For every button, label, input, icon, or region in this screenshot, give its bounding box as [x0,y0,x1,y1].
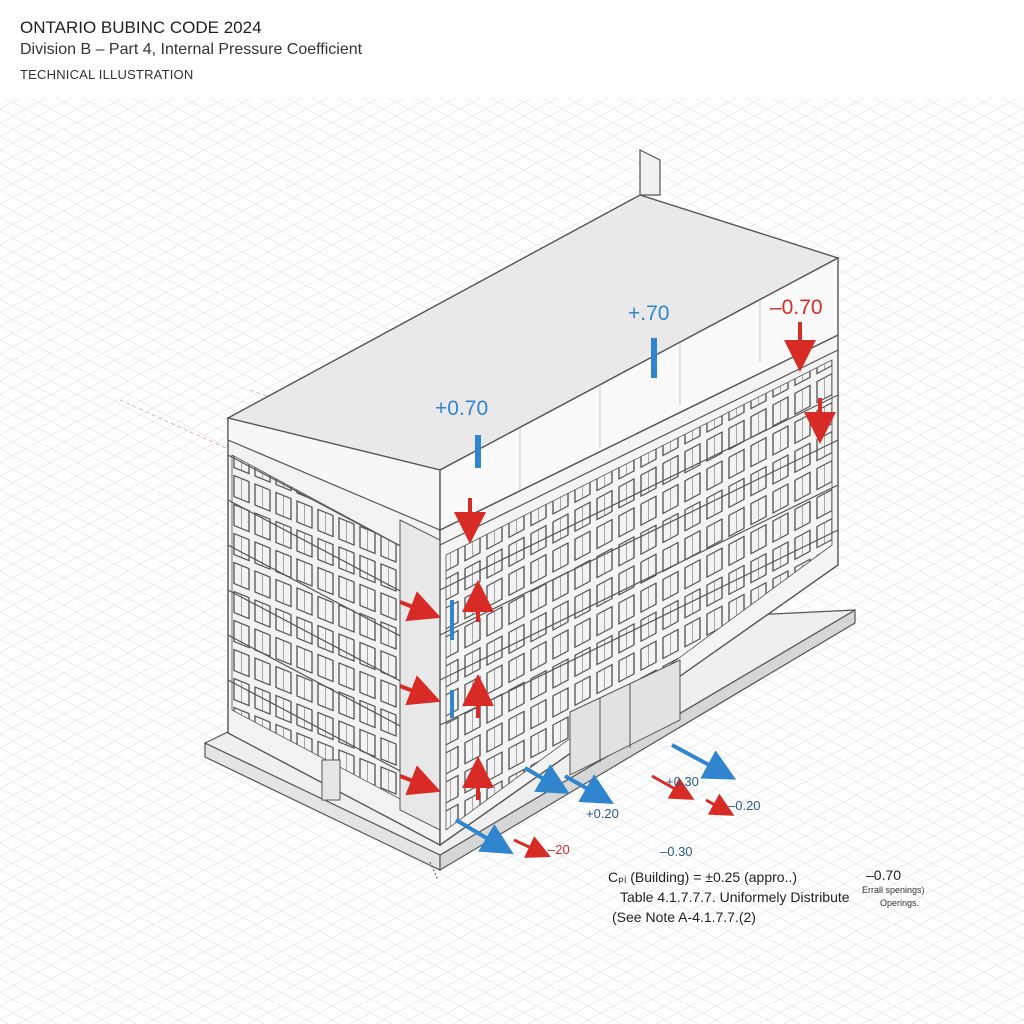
label-ground-d: –20 [548,842,570,857]
label-roof-right: –0.70 [770,296,823,319]
pressure-arrows [399,322,836,881]
label-ground-a: +0.30 [666,774,699,789]
wall-arrow-left-1 [399,591,441,622]
note-line-3: (See Note A-4.1.7.7.(2) [612,909,756,925]
ground-arrow-red-3 [513,836,551,858]
right-facade [439,333,839,847]
ground-arrow-blue-4 [454,818,514,855]
note-line-1-value: –0.70 [866,867,901,883]
label-roof-mid: +.70 [628,302,669,325]
label-ground-e: –0.30 [660,844,693,859]
note-line-2-small-b: Operings. [880,898,919,908]
ground-arrow-red-2 [705,793,735,816]
note-line-1: Cₚᵢ (Building) = ±0.25 (appro..) [608,869,797,885]
ground-arrow-blue-1 [523,764,570,795]
ground-arrow-blue-2 [564,774,614,804]
label-ground-c: +0.20 [586,806,619,821]
note-line-2: Table 4.1.7.7.7. Uniformely Distribute [620,889,850,905]
ground-arrow-red-1 [651,774,695,800]
ground-arrow-blue-3 [671,743,737,780]
header: ONTARIO BUBINC CODE 2024 Division B – Pa… [0,0,1024,98]
document-title: ONTARIO BUBINC CODE 2024 [20,18,262,37]
note-line-2-small-a: Errall spenings) [862,885,925,895]
label-ground-b: –0.20 [728,798,761,813]
label-roof-left: +0.70 [435,397,488,420]
note-block: Cₚᵢ (Building) = ±0.25 (appro..) –0.70 T… [608,867,925,925]
coefficient-labels: +0.70 +.70 –0.70 +0.30 –0.20 +0.20 –20 –… [435,296,823,859]
wall-arrow-left-2 [399,675,441,706]
document-subtitle: Division B – Part 4, Internal Pressure C… [20,41,363,58]
roof [226,149,840,532]
illustration-tag: TECHNICAL ILLUSTRATION [20,67,194,82]
wall-arrow-left-3 [399,765,441,796]
